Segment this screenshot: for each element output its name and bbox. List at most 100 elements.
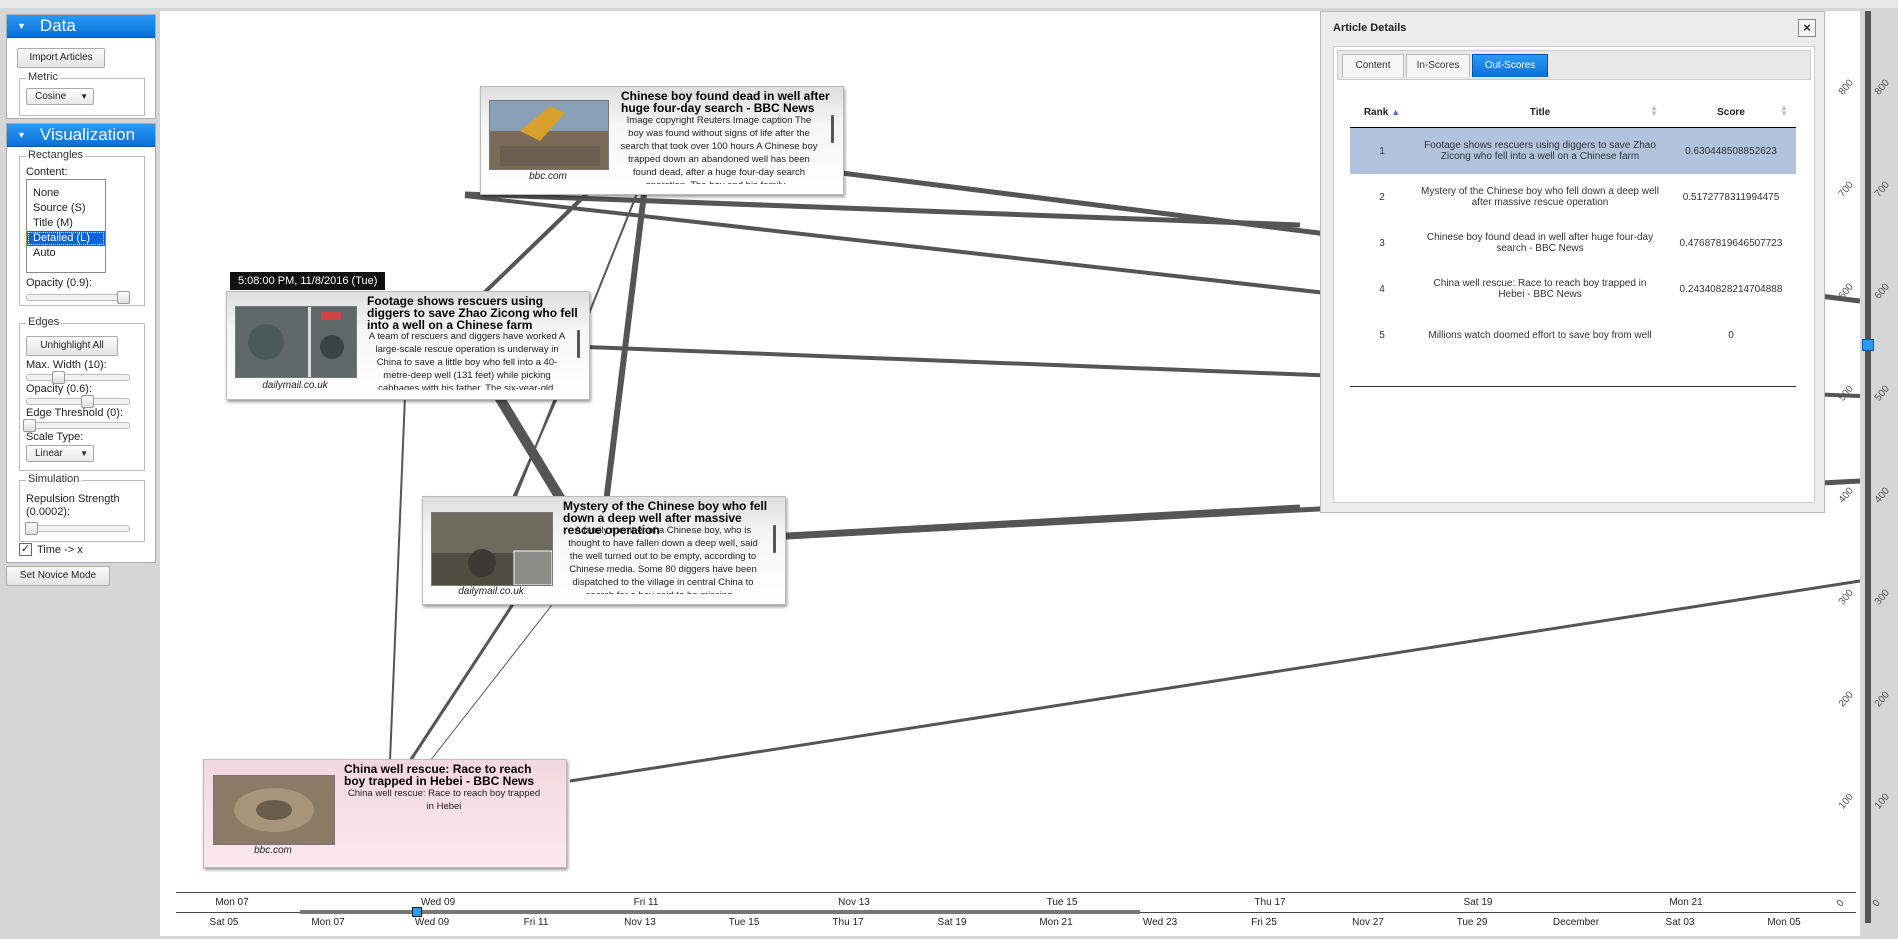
edge-threshold-label: Edge Threshold (0): <box>26 407 124 419</box>
article-card[interactable]: dailymail.co.uk Footage shows rescuers u… <box>226 291 590 400</box>
rect-opacity-thumb[interactable] <box>117 291 130 304</box>
repulsion-thumb[interactable] <box>25 522 38 535</box>
table-row[interactable]: 3 Chinese boy found dead in well after hu… <box>1350 220 1796 266</box>
tab-in-scores[interactable]: In-Scores <box>1406 54 1470 77</box>
axis-tick-label: Sat 19 <box>937 917 967 928</box>
tab-out-scores[interactable]: Out-Scores <box>1472 54 1548 77</box>
edge-opacity-thumb[interactable] <box>81 395 94 408</box>
y-tick-label: 0 <box>1870 897 1883 910</box>
cell-title: Chinese boy found dead in well after hug… <box>1426 232 1654 254</box>
snippet-scrollbar[interactable] <box>831 115 834 143</box>
data-panel: ▼ Data Import Articles Metric Cosine ▼ <box>6 14 156 119</box>
rank-header[interactable]: Rank▲ <box>1350 97 1414 128</box>
max-width-thumb[interactable] <box>52 371 65 384</box>
collapse-triangle-icon: ▼ <box>17 130 26 140</box>
top-border <box>0 0 1898 8</box>
title-header[interactable]: Title▲▼ <box>1414 97 1666 128</box>
cell-rank: 1 <box>1350 127 1414 174</box>
axis-tick-label: December <box>1552 917 1600 928</box>
metric-fieldset: Metric Cosine ▼ <box>19 71 145 116</box>
repulsion-label: Repulsion Strength (0.0002): <box>26 493 120 518</box>
import-articles-button[interactable]: Import Articles <box>17 48 105 68</box>
visualization-panel-header[interactable]: ▼ Visualization <box>7 124 155 147</box>
metric-select[interactable]: Cosine ▼ <box>26 88 94 105</box>
edges-legend: Edges <box>26 316 62 328</box>
axis-tick-label: Fri 11 <box>633 897 659 908</box>
time-axis-top <box>176 892 1856 893</box>
sort-icon: ▲▼ <box>1780 103 1788 118</box>
content-option[interactable]: Source (S) <box>33 202 86 214</box>
edge-line <box>429 600 556 762</box>
y-tick-label: 700 <box>1872 179 1892 200</box>
edge-opacity-slider[interactable] <box>26 395 130 408</box>
time-brush[interactable] <box>300 910 1140 914</box>
snippet-scrollbar[interactable] <box>577 330 580 358</box>
time-brush-handle[interactable] <box>412 907 422 917</box>
visualization-panel: ▼ Visualization Rectangles Content: None… <box>6 123 156 563</box>
scale-type-label: Scale Type: <box>26 431 84 443</box>
article-snippet: A family member of a Chinese boy, who is… <box>568 525 758 594</box>
article-thumbnail <box>489 100 609 170</box>
article-source: bbc.com <box>529 171 567 182</box>
simulation-fieldset: Simulation Repulsion Strength (0.0002): <box>19 473 145 542</box>
axis-tick-label: Tue 15 <box>1046 897 1078 908</box>
table-bottom-rule <box>1350 386 1796 387</box>
rect-opacity-slider[interactable] <box>26 291 130 304</box>
y-tick-label: 400 <box>1872 485 1892 506</box>
dialog-body: Content In-Scores Out-Scores Rank▲ Title… <box>1333 46 1815 503</box>
content-option[interactable]: None <box>33 187 60 199</box>
y-tick-label: 600 <box>1872 281 1892 302</box>
simulation-legend: Simulation <box>26 473 82 485</box>
content-option[interactable]: Auto <box>33 247 56 259</box>
collapse-triangle-icon: ▼ <box>17 21 26 31</box>
vertical-scrollbar[interactable] <box>1865 11 1871 923</box>
edge-threshold-slider[interactable] <box>23 419 130 432</box>
rect-opacity-label: Opacity (0.9): <box>26 277 93 289</box>
close-icon[interactable]: × <box>1798 19 1816 37</box>
time-x-checkbox[interactable]: ✓ <box>19 543 32 556</box>
article-source: dailymail.co.uk <box>458 586 524 597</box>
y-tick-label: 800 <box>1872 77 1892 98</box>
edge-threshold-thumb[interactable] <box>23 419 36 432</box>
edge-line <box>602 185 648 512</box>
set-novice-mode-button[interactable]: Set Novice Mode <box>6 566 110 586</box>
snippet-scrollbar[interactable] <box>773 525 776 553</box>
article-card[interactable]: bbc.com Chinese boy found dead in well a… <box>480 86 844 195</box>
edge-line <box>389 395 406 762</box>
content-option[interactable]: Detailed (L) <box>27 231 105 246</box>
repulsion-slider[interactable] <box>25 522 130 535</box>
axis-tick-label: Nov 13 <box>838 897 870 908</box>
article-card[interactable]: dailymail.co.uk Mystery of the Chinese b… <box>422 496 786 605</box>
dialog-title: Article Details <box>1333 22 1407 34</box>
max-width-label: Max. Width (10): <box>26 359 107 371</box>
table-header-row: Rank▲ Title▲▼ Score▲▼ <box>1350 97 1796 128</box>
edge-line <box>464 191 1301 228</box>
axis-tick-label: Tue 15 <box>728 917 760 928</box>
rectangles-legend: Rectangles <box>26 149 86 161</box>
chevron-down-icon: ▼ <box>80 449 88 458</box>
unhighlight-all-button[interactable]: Unhighlight All <box>26 336 118 356</box>
cell-title: Millions watch doomed effort to save boy… <box>1428 329 1652 341</box>
score-header[interactable]: Score▲▼ <box>1666 97 1796 128</box>
max-width-slider[interactable] <box>26 371 130 384</box>
data-panel-header[interactable]: ▼ Data <box>7 15 155 38</box>
chevron-down-icon: ▼ <box>80 92 88 101</box>
scale-type-select[interactable]: Linear ▼ <box>26 445 94 462</box>
visualization-panel-title: Visualization <box>39 125 136 144</box>
cell-rank: 3 <box>1379 237 1385 249</box>
vertical-scroll-handle[interactable] <box>1862 339 1874 351</box>
article-card[interactable]: bbc.com China well rescue: Race to reach… <box>203 759 567 868</box>
content-option[interactable]: Title (M) <box>33 217 73 229</box>
metric-legend: Metric <box>26 71 60 83</box>
tab-content[interactable]: Content <box>1342 54 1404 77</box>
article-title: Mystery of the Chinese boy who fell down… <box>563 499 768 537</box>
edge-line <box>408 600 517 762</box>
article-thumbnail <box>235 306 357 378</box>
